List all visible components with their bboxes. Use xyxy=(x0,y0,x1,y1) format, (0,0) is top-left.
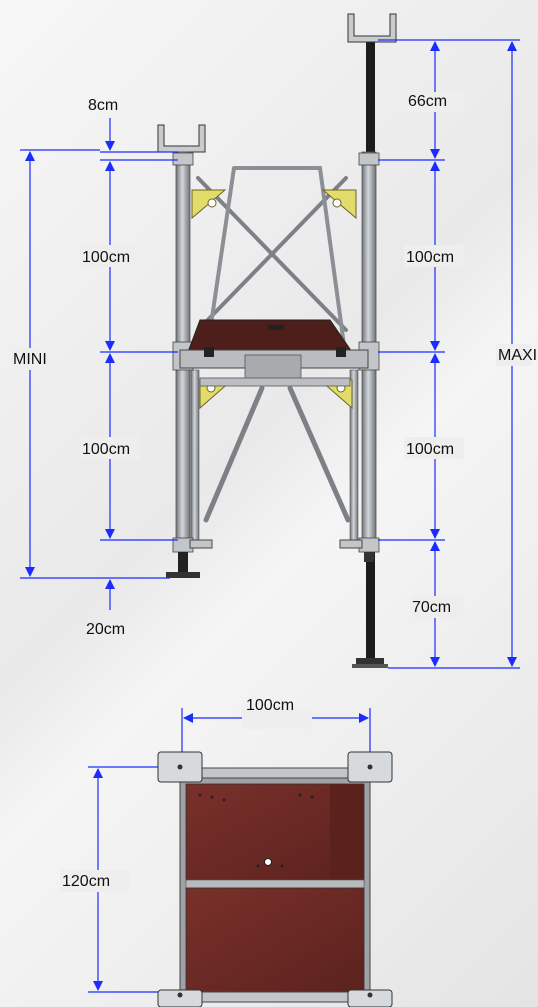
label-top-extension: 66cm xyxy=(408,93,447,110)
label-top-gap: 8cm xyxy=(88,97,118,114)
top-deck-lower xyxy=(185,887,365,995)
label-upper-right: 100cm xyxy=(406,249,454,266)
yellow-gussets xyxy=(191,189,357,410)
label-upper-left: 100cm xyxy=(82,249,130,266)
label-width-top-view: 100cm xyxy=(246,697,294,714)
upper-cross-bracing xyxy=(196,166,348,347)
top-view xyxy=(157,751,393,1007)
label-base-right: 70cm xyxy=(412,599,451,616)
lower-bracing xyxy=(203,385,351,523)
dimension-lines xyxy=(20,39,520,993)
label-lower-left: 100cm xyxy=(82,441,130,458)
front-elevation xyxy=(157,13,397,668)
label-lower-right: 100cm xyxy=(406,441,454,458)
label-maxi: MAXI xyxy=(498,347,537,364)
platform xyxy=(179,319,369,387)
label-base-left: 20cm xyxy=(86,621,125,638)
label-depth-top-view: 120cm xyxy=(62,873,110,890)
dimension-labels: 8cm 100cm 100cm 20cm MINI 66cm 100cm 100… xyxy=(13,93,537,890)
label-mini: MINI xyxy=(13,351,47,368)
left-u-head xyxy=(157,124,206,153)
base-feet xyxy=(166,539,374,578)
